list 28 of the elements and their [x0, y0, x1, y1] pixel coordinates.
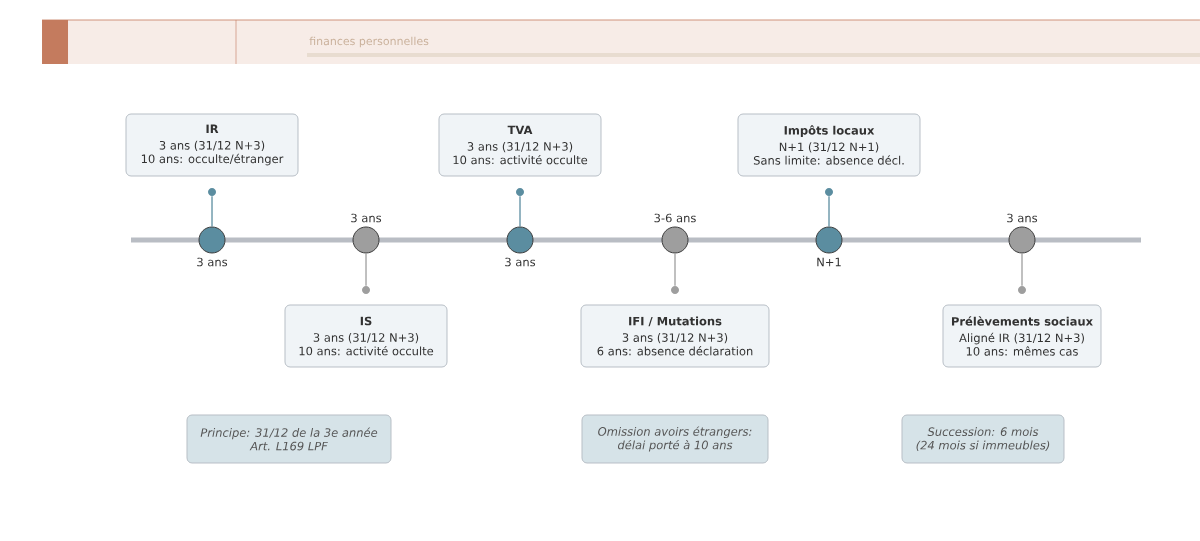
- stem-line: [674, 252, 676, 287]
- marker-label: 3 ans: [351, 213, 382, 223]
- timeline-marker: [198, 226, 226, 254]
- info-box: IR 3 ans (31/12 N+3) 10 ans: occulte/étranger: [125, 113, 299, 177]
- stem-line: [519, 195, 521, 228]
- stem-line: [365, 252, 367, 287]
- note-box: Principe: 31/12 de la 3e année Art. L169 LPF: [186, 414, 392, 464]
- timeline-marker: [661, 226, 689, 254]
- stem-line: [211, 195, 213, 228]
- marker-label: N+1: [817, 257, 841, 267]
- info-box: Prélèvements sociaux Aligné IR (31/12 N+3) 10 ans: mêmes cas: [942, 304, 1102, 368]
- info-box: TVA 3 ans (31/12 N+3) 10 ans: activité occulte: [438, 113, 602, 177]
- info-box: Impôts locaux N+1 (31/12 N+1) Sans limite: absence décl.: [737, 113, 921, 177]
- note-box: Succession: 6 mois (24 mois si immeubles): [901, 414, 1065, 464]
- timeline-marker: [506, 226, 534, 254]
- info-box: IS 3 ans (31/12 N+3) 10 ans: activité occulte: [284, 304, 448, 368]
- timeline-marker: [815, 226, 843, 254]
- note-box: Omission avoirs étrangers: délai porté à 10 ans: [581, 414, 769, 464]
- stem-line: [828, 195, 830, 228]
- marker-label: 3 ans: [1007, 213, 1038, 223]
- stem-line: [1021, 252, 1023, 287]
- info-box: IFI / Mutations 3 ans (31/12 N+3) 6 ans: absence déclaration: [580, 304, 770, 368]
- marker-label: 3-6 ans: [654, 213, 696, 223]
- marker-label: 3 ans: [197, 257, 228, 267]
- timeline-marker: [352, 226, 380, 254]
- marker-label: 3 ans: [505, 257, 536, 267]
- header-subtitle: finances personnelles: [309, 36, 429, 48]
- timeline-marker: [1008, 226, 1036, 254]
